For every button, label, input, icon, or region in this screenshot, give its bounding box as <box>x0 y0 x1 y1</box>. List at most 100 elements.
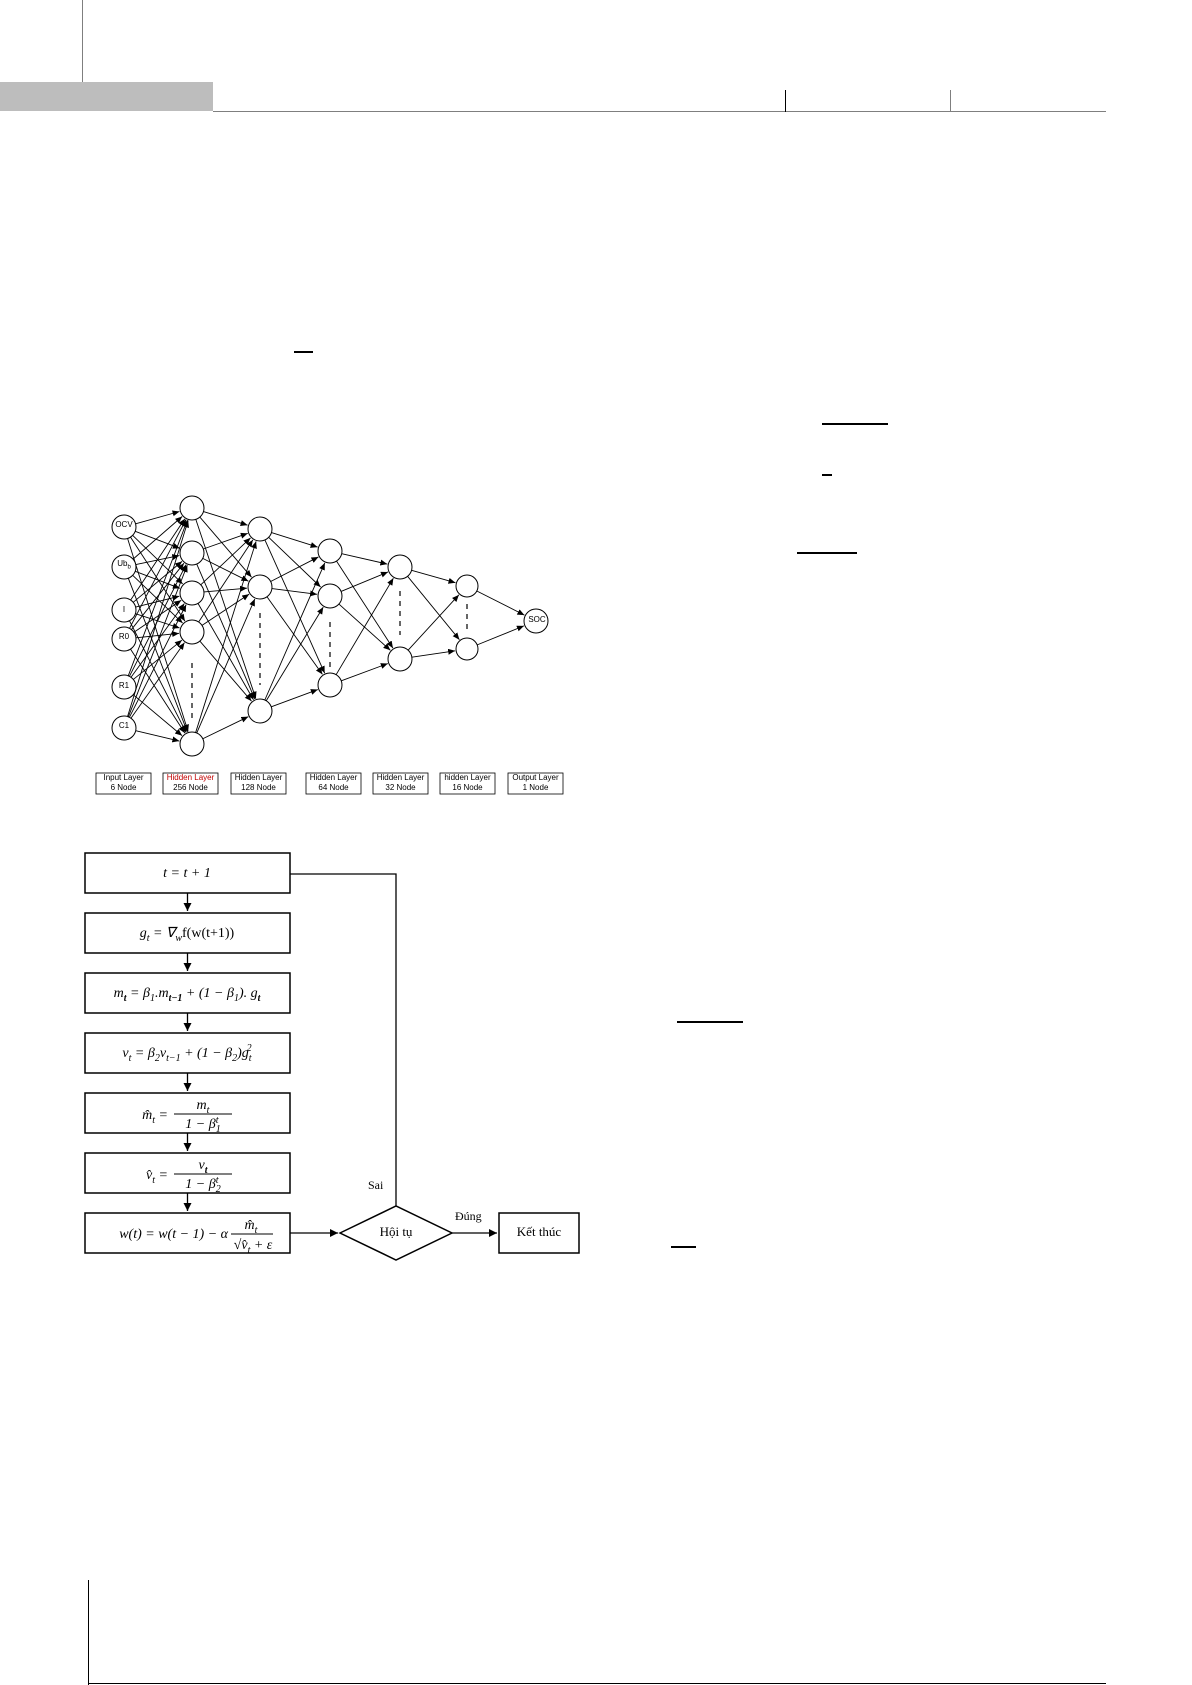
layer-count: 1 Node <box>522 783 549 792</box>
svg-text:1 − β2t: 1 − β2t <box>185 1175 220 1195</box>
nn-connection <box>198 539 254 623</box>
formula-m: mt = β1.mt−1 + (1 − β1). gt <box>114 986 262 1004</box>
input-node-c1-label: C1 <box>118 721 130 730</box>
nn-node <box>455 637 479 661</box>
nn-connection <box>127 519 188 676</box>
fraction-bar <box>677 1021 743 1023</box>
neural-network-diagram <box>95 495 564 795</box>
nn-connection <box>341 663 388 682</box>
nn-connection <box>266 596 323 675</box>
nn-node <box>317 672 343 698</box>
nn-connection <box>132 561 183 603</box>
layer-box-hidden-64: Hidden Layer 64 Node <box>306 773 361 794</box>
nn-connection <box>265 606 324 701</box>
header-tick-1 <box>785 90 786 112</box>
header-vertical-rule <box>82 0 83 82</box>
nn-connection <box>201 593 250 626</box>
header-tick-2 <box>950 90 951 112</box>
nn-connection <box>135 530 181 549</box>
formula-t: t = t + 1 <box>163 866 211 881</box>
nn-connection <box>197 603 254 700</box>
layer-count: 16 Node <box>452 783 483 792</box>
layer-box-hidden-16: hidden Layer 16 Node <box>440 773 495 794</box>
nn-node <box>179 540 205 566</box>
nn-connection <box>336 560 394 649</box>
nn-connection <box>477 625 525 646</box>
nn-layer-box-frame <box>507 772 564 795</box>
svg-text:1 − β1t: 1 − β1t <box>185 1115 220 1135</box>
layer-count: 64 Node <box>318 783 349 792</box>
layer-count: 128 Node <box>241 783 276 792</box>
yes-label: Đúng <box>455 1209 482 1223</box>
nn-node <box>179 619 205 645</box>
nn-connection <box>407 576 460 640</box>
nn-connection <box>127 578 188 733</box>
fc-box-m <box>84 972 291 1014</box>
fraction-bar <box>822 423 888 425</box>
formula-vhat: v̂t = vt 1 − β2t <box>146 1158 232 1195</box>
nn-connection <box>132 694 183 736</box>
output-node-soc-label: SOC <box>528 615 546 624</box>
nn-connection <box>199 516 252 578</box>
nn-connection <box>127 538 189 732</box>
nn-connection <box>127 520 189 717</box>
nn-connection <box>476 590 525 616</box>
nn-node <box>317 583 343 609</box>
nn-connection <box>127 564 188 717</box>
nn-connection <box>135 730 180 743</box>
nn-connection <box>341 553 388 566</box>
nn-connection <box>340 571 389 592</box>
footer-rule <box>88 1683 1106 1684</box>
nn-connection <box>411 569 456 584</box>
fc-box-v <box>84 1032 291 1074</box>
nn-connection <box>130 518 186 601</box>
layer-title: Input Layer <box>103 773 144 782</box>
nn-node <box>247 574 273 600</box>
nn-connection <box>131 562 185 630</box>
nn-node <box>317 538 343 564</box>
layer-title: Hidden Layer <box>309 773 358 782</box>
input-node-r0-label: R0 <box>118 632 130 641</box>
nn-connection <box>129 564 187 677</box>
layer-count: 32 Node <box>385 783 416 792</box>
nn-connection <box>129 620 187 733</box>
layer-title: Hidden Layer <box>376 773 425 782</box>
fraction-bar <box>671 1246 696 1248</box>
formula-g: gt = ∇wf(w(t+1)) <box>140 926 235 944</box>
nn-node <box>179 731 205 757</box>
nn-connection <box>202 716 249 740</box>
fc-box-w <box>84 1212 291 1254</box>
svg-text:w(t) = w(t − 1) − α: w(t) = w(t − 1) − α <box>119 1227 228 1242</box>
input-node-ub-label: Ubb <box>112 559 136 571</box>
nn-layer-box-frame <box>305 772 362 795</box>
nn-connection <box>199 640 252 702</box>
fc-loop-line <box>290 873 397 1206</box>
nn-connection <box>268 536 321 588</box>
header-gray-bar <box>0 82 213 111</box>
svg-text:√v̂t + ε: √v̂t + ε <box>234 1238 273 1256</box>
nn-node <box>179 580 205 606</box>
nn-node <box>247 698 273 724</box>
nn-layer-box-frame <box>162 772 219 795</box>
nn-node <box>111 715 137 741</box>
nn-node <box>387 646 413 672</box>
nn-connection <box>129 519 187 629</box>
layer-count: 6 Node <box>110 783 137 792</box>
nn-node <box>523 608 549 634</box>
nn-layer-box-frame <box>372 772 429 795</box>
formula-w: w(t) = w(t − 1) − α m̂t √v̂t + ε <box>119 1218 273 1256</box>
nn-connection <box>135 510 180 525</box>
formula-v: vt = β2vt−1 + (1 − β2)gt2 <box>122 1043 251 1064</box>
layer-box-hidden-256: Hidden Layer 256 Node <box>163 773 218 794</box>
nn-node <box>455 574 479 598</box>
decision-label: Hội tụ <box>379 1224 413 1239</box>
layer-box-hidden-128: Hidden Layer 128 Node <box>231 773 286 794</box>
nn-node <box>111 514 137 540</box>
layer-title: Hidden Layer <box>166 773 215 782</box>
nn-connection <box>270 556 319 582</box>
fc-box-t <box>84 852 291 894</box>
nn-connection <box>202 557 249 582</box>
nn-node <box>111 597 137 623</box>
layer-box-input: Input Layer 6 Node <box>96 773 151 794</box>
nn-node <box>247 516 273 542</box>
